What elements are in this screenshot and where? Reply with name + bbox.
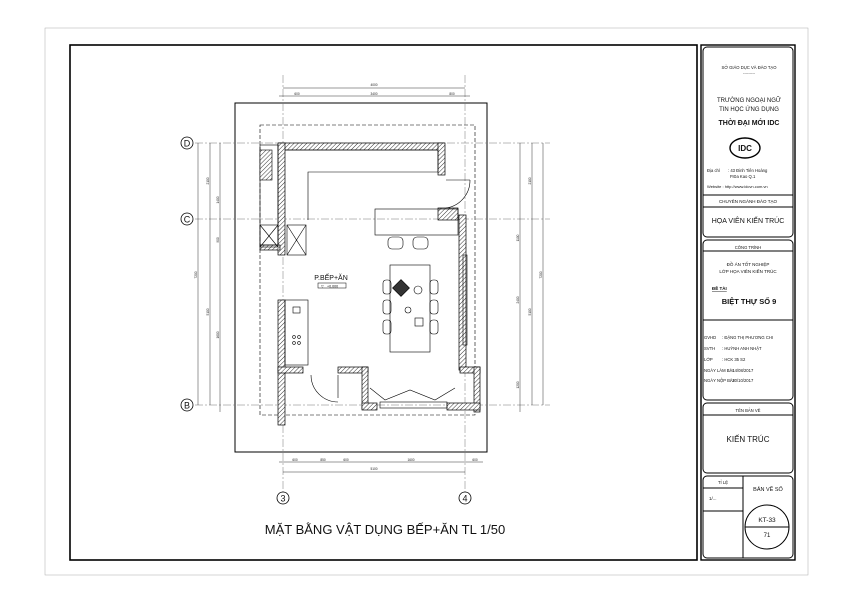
department: SỞ GIÁO DỤC VÀ ĐÀO TẠO xyxy=(722,65,778,70)
dim-left-sub: 2100 xyxy=(206,177,210,184)
project-line1: ĐỒ ÁN TỐT NGHIỆP xyxy=(727,260,770,267)
info-value: : ĐẶNG THỊ PHƯƠNG CHI xyxy=(722,335,773,340)
grid-axis-3: 3 xyxy=(280,494,285,504)
info-label: NGÀY NỘP BÀI xyxy=(704,378,734,383)
grid-bubbles xyxy=(180,136,472,505)
dim-bottom-part: 600 xyxy=(472,458,478,462)
address-label: Địa chỉ xyxy=(707,168,720,173)
kitchen-counters xyxy=(259,144,459,366)
scale-value: 1/... xyxy=(709,496,717,501)
school-line2: TIN HỌC ỨNG DỤNG xyxy=(719,106,779,113)
info-label: NGÀY LÀM BÀI xyxy=(704,368,733,373)
major: HỌA VIÊN KIẾN TRÚC xyxy=(712,215,785,225)
dim-right-sub: 5100 xyxy=(528,308,532,315)
title-block xyxy=(700,44,796,561)
dimension-lines xyxy=(197,87,544,473)
dim-right-part: 1100 xyxy=(516,234,520,241)
dim-left-overall: 7200 xyxy=(194,271,198,278)
info-value: : HCK 35 S2 xyxy=(722,357,746,362)
dining-table xyxy=(382,236,439,353)
dim-right-overall: 7200 xyxy=(539,271,543,278)
dim-left-part: 1400 xyxy=(216,196,220,203)
dim-left-sub: 5100 xyxy=(206,308,210,315)
info-label: GVHD xyxy=(704,335,716,340)
dim-bottom-part: 1600 xyxy=(407,458,414,462)
logo-text: IDC xyxy=(738,144,752,153)
sheet-code: KT-33 xyxy=(758,517,776,524)
sheet-label: BẢN VẼ SỐ xyxy=(753,486,783,493)
idc-logo xyxy=(729,137,761,159)
plan-boundary xyxy=(234,102,488,453)
dim-left-part: 900 xyxy=(216,237,220,243)
room-label: P.BẾP+ĂN xyxy=(314,272,348,282)
dim-right-part: 1200 xyxy=(516,381,520,388)
dim-top-part: 800 xyxy=(449,92,455,96)
walls xyxy=(259,142,481,426)
drawing-title: MẶT BẰNG VẬT DỤNG BẾP+ĂN TL 1/50 xyxy=(265,522,505,537)
dim-bottom-part: 850 xyxy=(320,458,326,462)
roof-outline xyxy=(259,124,476,416)
project-label: CÔNG TRÌNH xyxy=(735,245,761,250)
drawing-name: KIẾN TRÚC xyxy=(727,434,770,444)
grid-axis-c: C xyxy=(184,215,191,225)
topic-label: ĐỀ TÀI xyxy=(712,285,727,291)
grid-axis-d: D xyxy=(184,139,191,149)
department-rule: --------- xyxy=(743,70,756,75)
dim-bottom-part: 600 xyxy=(343,458,349,462)
dim-top-part: 600 xyxy=(294,92,300,96)
drawing-name-label: TÊN BẢN VẼ xyxy=(736,408,761,413)
dim-top-main: 3400 xyxy=(370,92,377,96)
dim-top-overall: 4000 xyxy=(370,83,377,87)
website: Website : http://www.idcvn.com.vn xyxy=(707,184,768,189)
room-level: +0.000 xyxy=(327,284,338,288)
info-label: LỚP xyxy=(704,357,713,362)
dim-bottom-overall: 5100 xyxy=(370,467,377,471)
address-line1: : 43 Đinh Tiên Hoàng xyxy=(728,168,768,173)
level-mark: ▽ xyxy=(321,284,325,288)
sheet-number: 71 xyxy=(764,533,771,539)
grid-axis-4: 4 xyxy=(462,494,467,504)
info-rows: GVHD : ĐẶNG THỊ PHƯƠNG CHI SVTH : HUỲNH … xyxy=(704,335,773,383)
address-line2: P.Đa Kao Q.1 xyxy=(730,174,756,179)
info-value: : HUỲNH ANH NHẬT xyxy=(722,346,762,351)
scale-label: TỈ LỆ xyxy=(718,480,728,485)
info-label: SVTH xyxy=(704,346,715,351)
info-value: : 14/08/2017 xyxy=(730,368,754,373)
doors-windows xyxy=(310,179,471,409)
dim-left-part: 1600 xyxy=(216,331,220,338)
project-line2: LỚP HỌA VIÊN KIẾN TRÚC xyxy=(719,267,777,274)
dim-bottom-part: 600 xyxy=(292,458,298,462)
major-label: CHUYÊN NGÀNH ĐÀO TẠO xyxy=(719,197,777,204)
paper-border xyxy=(44,27,809,576)
school-name: THỜI ĐẠI MỚI IDC xyxy=(719,118,780,127)
drawing-frame xyxy=(69,44,698,561)
dim-right-sub: 2100 xyxy=(528,177,532,184)
topic: BIỆT THỰ SỐ 9 xyxy=(722,296,777,306)
school-line1: TRƯỜNG NGOẠI NGỮ xyxy=(717,97,781,104)
dim-right-part: 2400 xyxy=(516,296,520,303)
info-value: : 30/10/2017 xyxy=(730,378,754,383)
grid-lines xyxy=(195,75,550,495)
grid-axis-b: B xyxy=(184,401,190,411)
